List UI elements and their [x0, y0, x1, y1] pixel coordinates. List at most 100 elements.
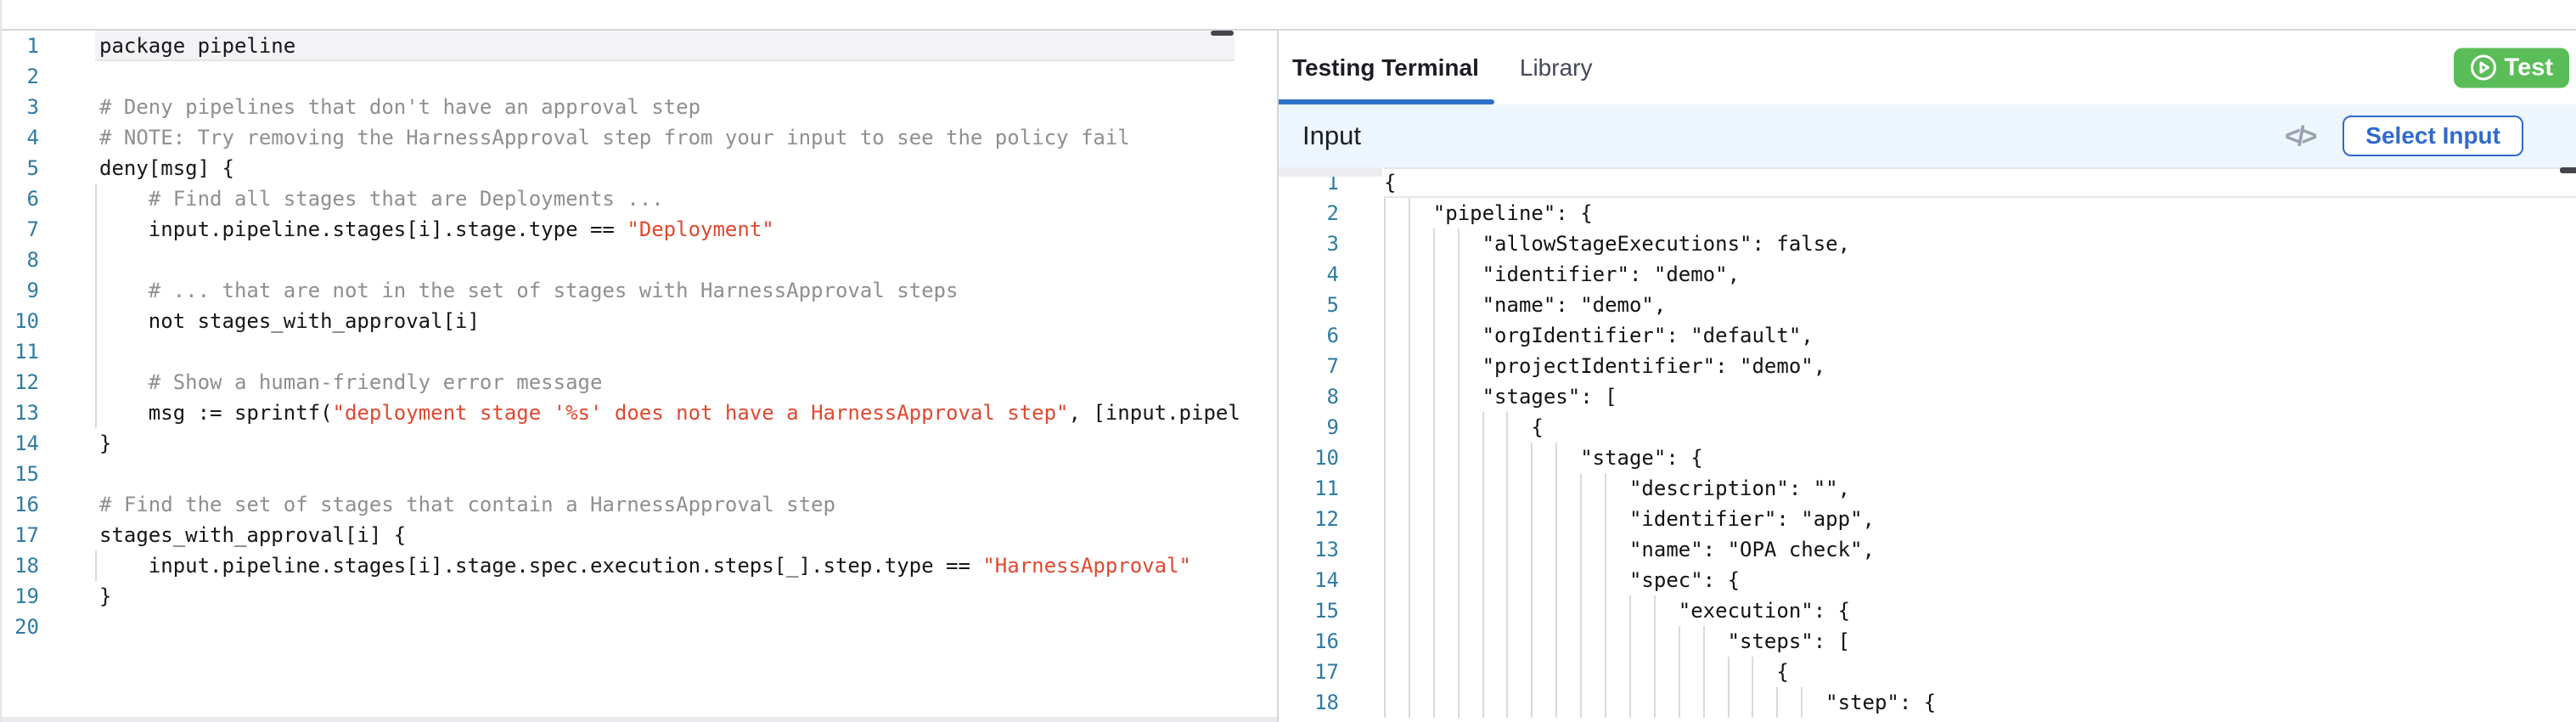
- indent-guide: [1506, 657, 1509, 687]
- code-line[interactable]: 10 "stage": {: [1279, 443, 2576, 473]
- code-line[interactable]: 9 {: [1279, 412, 2576, 443]
- line-number: 10: [14, 309, 39, 333]
- indent-guide: [1555, 626, 1558, 657]
- test-button[interactable]: Test: [2453, 48, 2569, 87]
- indent-guide: [1432, 595, 1435, 626]
- indent-guide: [1605, 687, 1607, 718]
- indent-guide: [1457, 259, 1460, 290]
- terminal-header: Testing Terminal Library Test: [1279, 31, 2576, 104]
- indent-guide: [1531, 534, 1533, 565]
- indent-guide: [95, 550, 97, 581]
- indent-guide: [1408, 259, 1410, 290]
- line-number: 13: [1314, 538, 1339, 561]
- code-line[interactable]: 13 "name": "OPA check",: [1279, 534, 2576, 565]
- indent-guide: [1605, 626, 1607, 657]
- code-line[interactable]: 19}: [2, 581, 1277, 612]
- code-line[interactable]: 6 # Find all stages that are Deployments…: [2, 183, 1277, 214]
- code-view-icon[interactable]: </>: [2285, 120, 2317, 151]
- horizontal-scrollbar-track[interactable]: [2, 717, 1277, 722]
- code-line[interactable]: 5 "name": "demo",: [1279, 290, 2576, 320]
- indent-guide: [1702, 687, 1705, 718]
- indent-guide: [1482, 534, 1484, 565]
- code-line[interactable]: 15 "execution": {: [1279, 595, 2576, 626]
- tab-library[interactable]: Library: [1519, 54, 1593, 81]
- input-toolbar: Input </> Select Input: [1279, 104, 2576, 167]
- code-line[interactable]: 16# Find the set of stages that contain …: [2, 489, 1277, 520]
- indent-guide: [1531, 595, 1533, 626]
- code-line[interactable]: 10 not stages_with_approval[i]: [2, 306, 1277, 336]
- code-line[interactable]: 8 "stages": [: [1279, 381, 2576, 412]
- line-number: 20: [14, 615, 39, 639]
- indent-guide: [1457, 687, 1460, 718]
- indent-guide: [1408, 228, 1410, 259]
- code-line[interactable]: 17 {: [1279, 657, 2576, 687]
- line-number: 14: [1314, 568, 1339, 592]
- code-line[interactable]: 15: [2, 459, 1277, 489]
- line-number: 12: [1314, 507, 1339, 531]
- code-line[interactable]: 20: [2, 612, 1277, 642]
- line-number: 3: [26, 95, 39, 119]
- indent-guide: [1801, 687, 1803, 718]
- code-line[interactable]: 7 "projectIdentifier": "demo",: [1279, 351, 2576, 381]
- indent-guide: [1555, 534, 1558, 565]
- json-input-editor[interactable]: 1{2 "pipeline": {3 "allowStageExecutions…: [1279, 167, 2576, 722]
- code-line[interactable]: 3# Deny pipelines that don't have an app…: [2, 92, 1277, 122]
- indent-guide: [1384, 198, 1386, 228]
- minimize-dash-icon[interactable]: [1211, 31, 1234, 36]
- code-line[interactable]: 9 # ... that are not in the set of stage…: [2, 275, 1277, 306]
- code-line[interactable]: 12 # Show a human-friendly error message: [2, 367, 1277, 398]
- code-line[interactable]: 8: [2, 245, 1277, 275]
- line-number: 15: [14, 462, 39, 486]
- code-line[interactable]: 14}: [2, 428, 1277, 459]
- code-line[interactable]: 7 input.pipeline.stages[i].stage.type ==…: [2, 214, 1277, 245]
- line-number: 8: [26, 248, 39, 272]
- indent-guide: [1384, 473, 1386, 504]
- code-line[interactable]: 14 "spec": {: [1279, 565, 2576, 595]
- indent-guide: [1482, 657, 1484, 687]
- code-line[interactable]: 2: [2, 61, 1277, 92]
- select-input-button[interactable]: Select Input: [2343, 116, 2523, 156]
- indent-guide: [1531, 443, 1533, 473]
- indent-guide: [1580, 534, 1583, 565]
- line-number: 3: [1326, 232, 1339, 256]
- code-line[interactable]: 1{: [1279, 167, 2576, 198]
- line-number: 15: [1314, 599, 1339, 623]
- code-line[interactable]: 13 msg := sprintf("deployment stage '%s'…: [2, 398, 1277, 428]
- code-line[interactable]: 4# NOTE: Try removing the HarnessApprova…: [2, 122, 1277, 153]
- indent-guide: [1384, 626, 1386, 657]
- code-line[interactable]: 11: [2, 336, 1277, 367]
- code-line[interactable]: 3 "allowStageExecutions": false,: [1279, 228, 2576, 259]
- tab-testing-terminal[interactable]: Testing Terminal: [1292, 54, 1479, 81]
- indent-guide: [1605, 657, 1607, 687]
- indent-guide: [1457, 504, 1460, 534]
- indent-guide: [1432, 687, 1435, 718]
- line-number: 16: [14, 493, 39, 516]
- indent-guide: [95, 336, 97, 367]
- indent-guide: [1653, 687, 1656, 718]
- indent-guide: [95, 275, 97, 306]
- indent-guide: [1457, 351, 1460, 381]
- line-number: 4: [1326, 262, 1339, 286]
- code-line[interactable]: 16 "steps": [: [1279, 626, 2576, 657]
- code-line[interactable]: 2 "pipeline": {: [1279, 198, 2576, 228]
- indent-guide: [1384, 412, 1386, 443]
- indent-guide: [1605, 565, 1607, 595]
- code-line[interactable]: 18 "step": {: [1279, 687, 2576, 718]
- line-number: 2: [26, 65, 39, 88]
- indent-guide: [1653, 595, 1656, 626]
- test-button-label: Test: [2504, 54, 2553, 81]
- code-line[interactable]: 4 "identifier": "demo",: [1279, 259, 2576, 290]
- indent-guide: [1482, 443, 1484, 473]
- code-line[interactable]: 18 input.pipeline.stages[i].stage.spec.e…: [2, 550, 1277, 581]
- code-line[interactable]: 12 "identifier": "app",: [1279, 504, 2576, 534]
- code-line[interactable]: 11 "description": "",: [1279, 473, 2576, 504]
- minimize-dash-icon[interactable]: [2560, 167, 2576, 173]
- indent-guide: [1506, 473, 1509, 504]
- line-number: 11: [14, 340, 39, 364]
- code-line[interactable]: 6 "orgIdentifier": "default",: [1279, 320, 2576, 351]
